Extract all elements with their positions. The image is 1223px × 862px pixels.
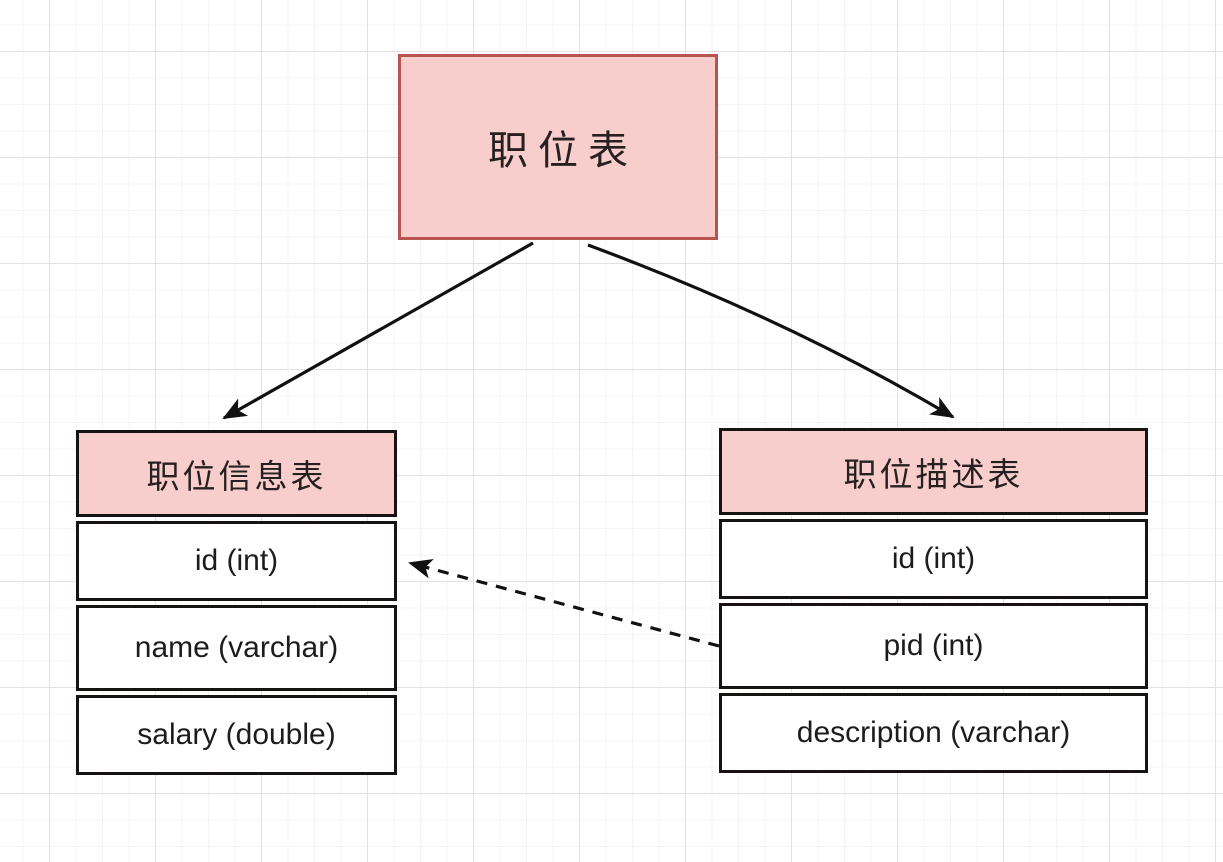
edge-position-to-description-arrow — [587, 243, 955, 419]
table-description-field-id: id (int) — [719, 519, 1148, 599]
table-info-field-id: id (int) — [76, 521, 397, 601]
edge-position-to-info-arrow — [222, 241, 534, 420]
edge-pid-to-id-dashed-arrow — [408, 559, 720, 648]
table-description-field-description: description (varchar) — [719, 693, 1148, 773]
table-info-header: 职位信息表 — [76, 430, 397, 517]
table-info-field-name: name (varchar) — [76, 605, 397, 691]
table-description-field-pid: pid (int) — [719, 603, 1148, 689]
table-info-field-salary: salary (double) — [76, 695, 397, 775]
node-position-table: 职位表 — [398, 54, 718, 240]
table-description-header: 职位描述表 — [719, 428, 1148, 515]
